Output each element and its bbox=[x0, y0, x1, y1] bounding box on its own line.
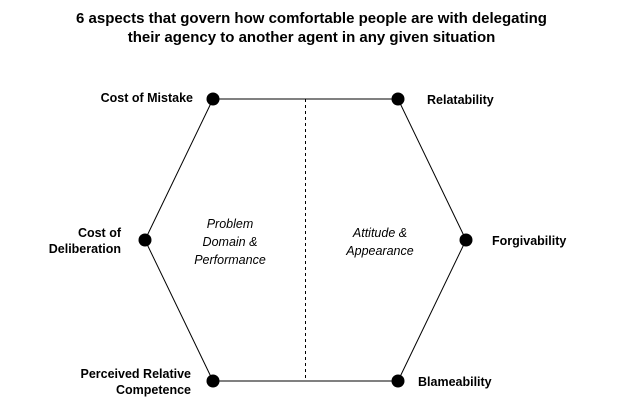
region-problem-domain: Problem Domain & Performance bbox=[180, 215, 280, 269]
label-forgivability: Forgivability bbox=[492, 234, 567, 248]
edge-top-left bbox=[144, 98, 214, 241]
node-relatability bbox=[391, 92, 405, 106]
title-line-2: their agency to another agent in any giv… bbox=[127, 29, 496, 46]
title-line-1: 6 aspects that govern how comfortable pe… bbox=[76, 10, 547, 27]
region-left-line-2: Domain & bbox=[202, 235, 258, 249]
node-blameability bbox=[391, 374, 405, 388]
label-perceived-line-1: Perceived Relative bbox=[80, 367, 192, 381]
label-perceived-relative-competence: Perceived Relative Competence bbox=[81, 366, 192, 398]
label-cost-of-mistake: Cost of Mistake bbox=[100, 91, 193, 105]
label-perceived-line-2: Competence bbox=[115, 383, 191, 397]
region-left-line-1: Problem bbox=[206, 217, 254, 231]
edge-bottom-right bbox=[397, 239, 467, 382]
edge-bottom-left bbox=[144, 239, 214, 382]
node-cost-of-mistake bbox=[206, 92, 220, 106]
region-left-line-3: Performance bbox=[194, 253, 266, 267]
label-blameability: Blameability bbox=[418, 375, 492, 389]
region-right-line-1: Attitude & bbox=[352, 226, 408, 240]
label-relatability: Relatability bbox=[427, 93, 494, 107]
node-forgivability bbox=[459, 233, 473, 247]
region-attitude-appearance: Attitude & Appearance bbox=[328, 224, 432, 260]
label-cost-of-deliberation-line-1: Cost of bbox=[77, 226, 121, 240]
label-cost-of-deliberation-line-2: Deliberation bbox=[48, 242, 121, 256]
node-cost-of-deliberation bbox=[138, 233, 152, 247]
label-cost-of-deliberation: Cost of Deliberation bbox=[49, 225, 121, 257]
diagram-title: 6 aspects that govern how comfortable pe… bbox=[0, 9, 623, 47]
region-right-line-2: Appearance bbox=[346, 244, 414, 258]
node-perceived-relative-competence bbox=[206, 374, 220, 388]
edge-top-right bbox=[397, 98, 467, 241]
